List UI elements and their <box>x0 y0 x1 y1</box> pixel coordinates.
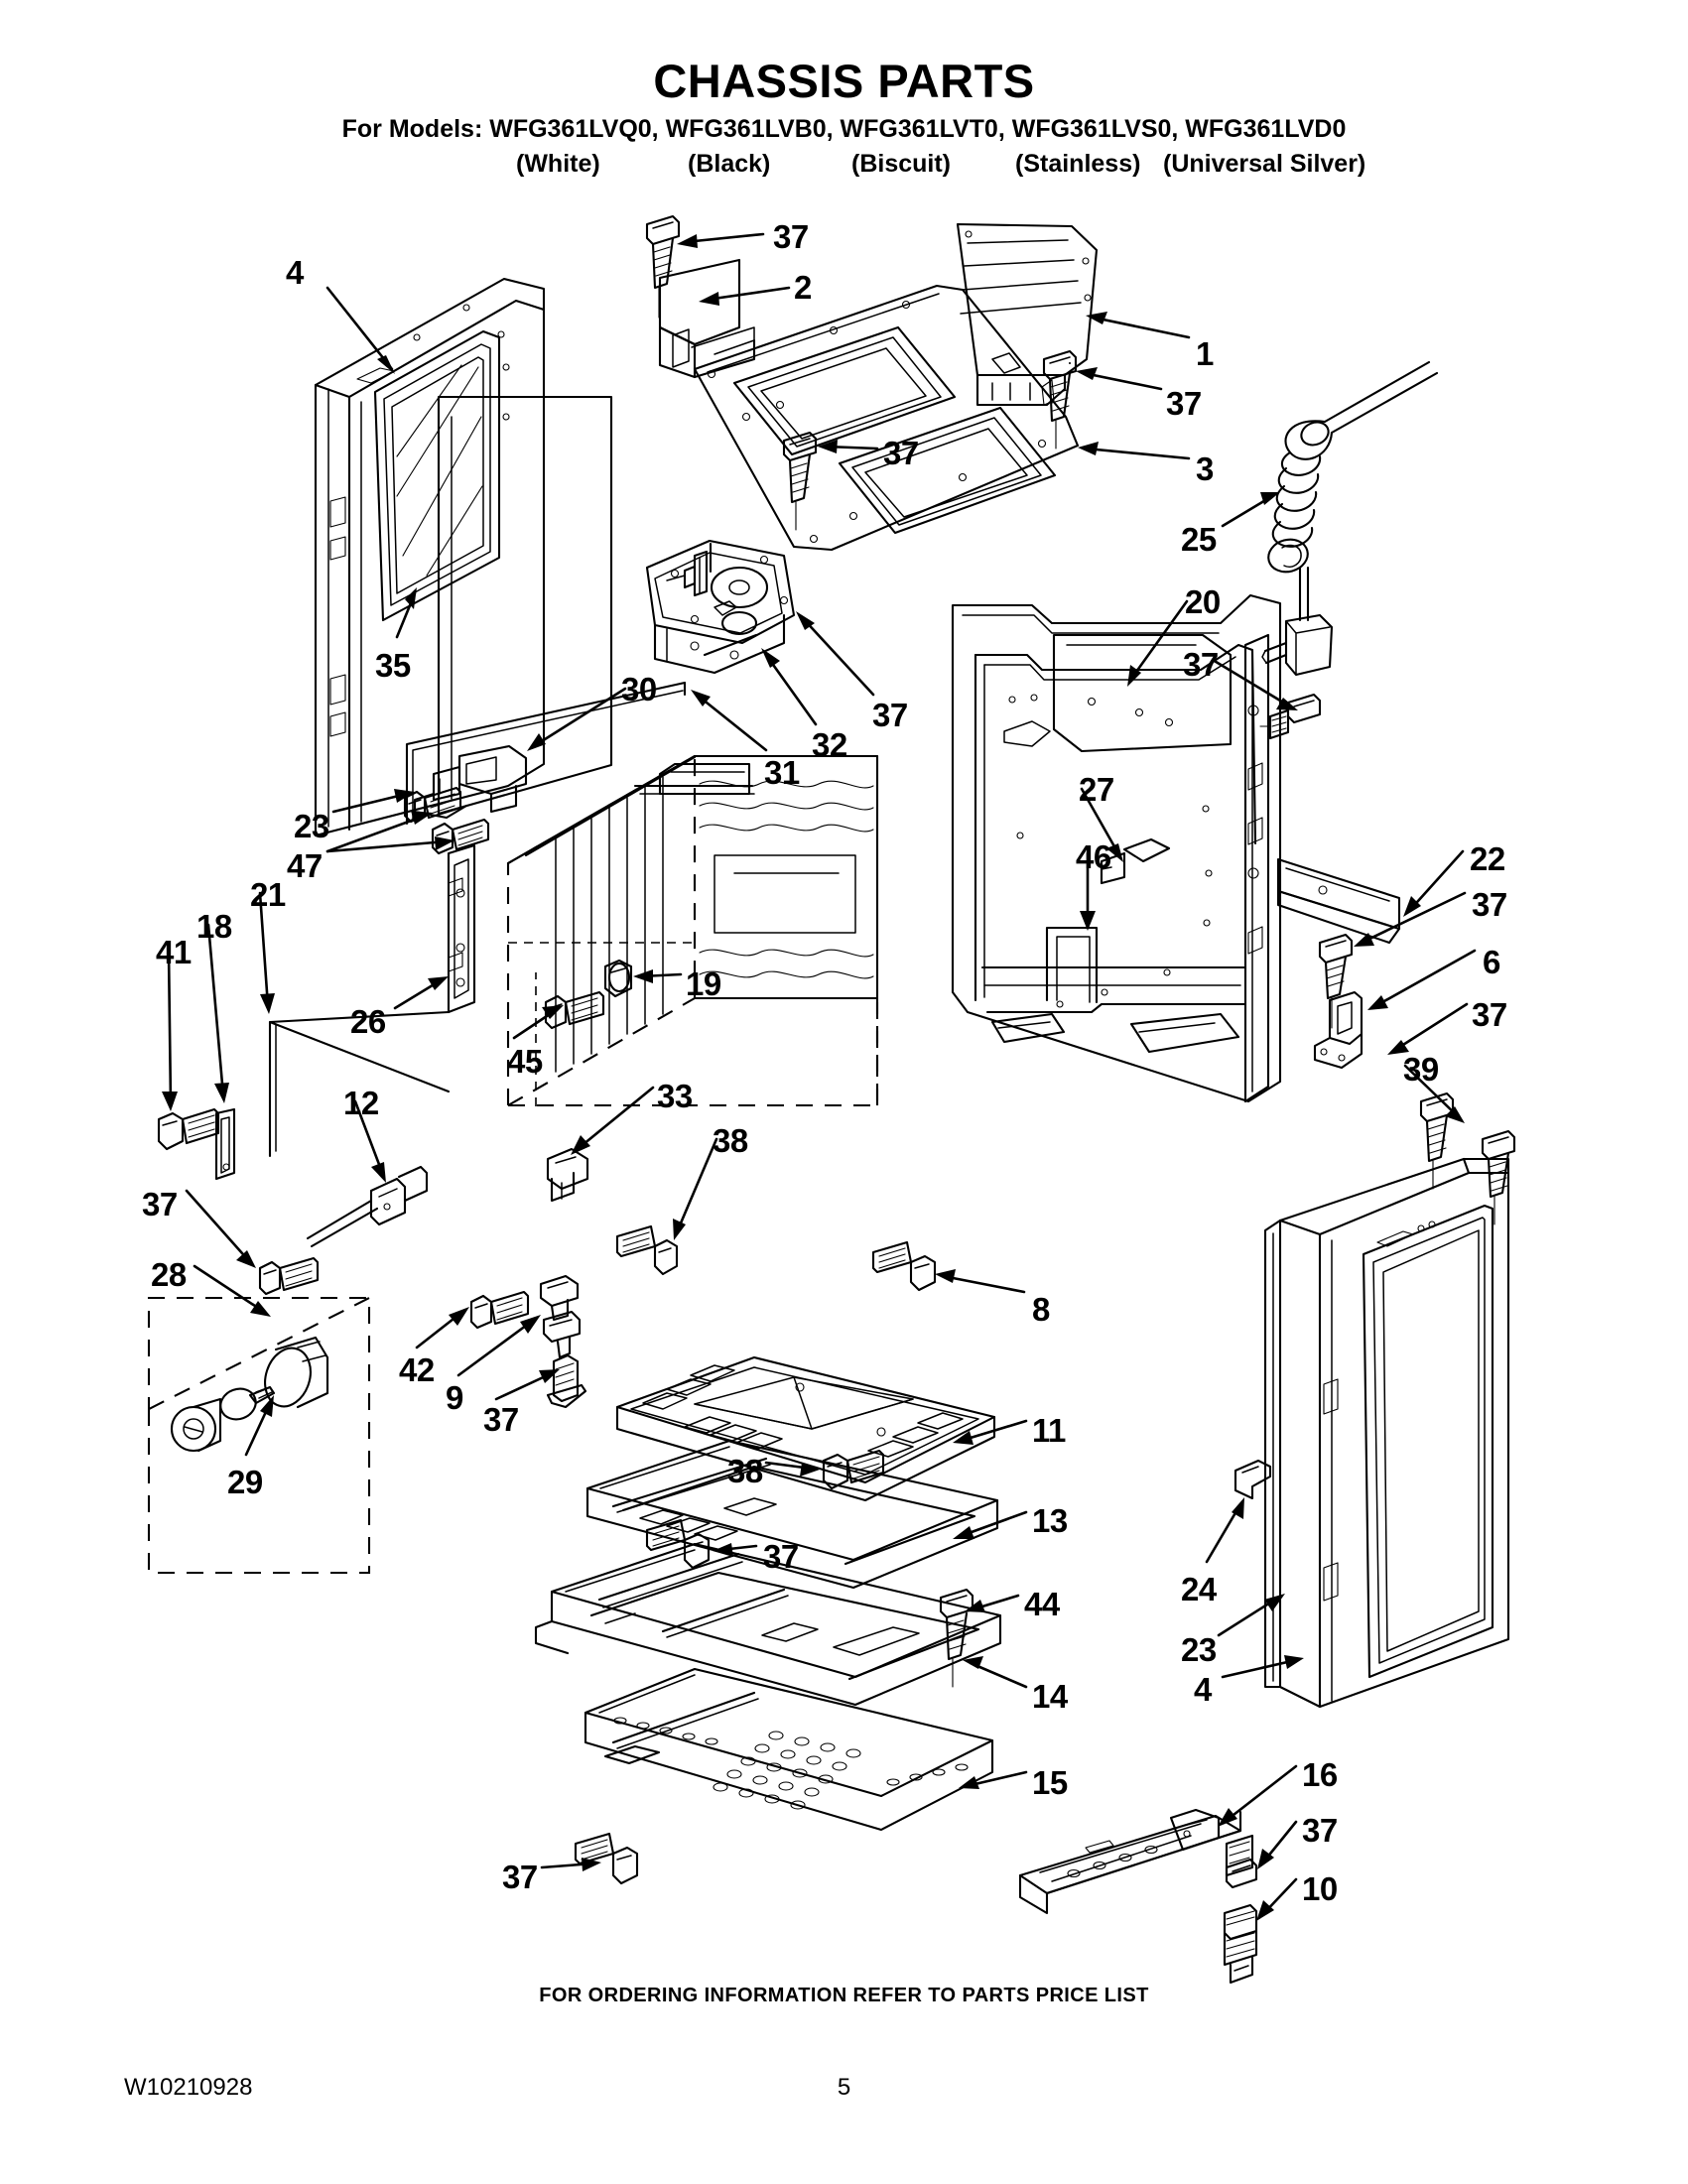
part-top-bracket-2 <box>658 258 756 379</box>
part-bracket-6 <box>1313 990 1363 1070</box>
callout-11: 11 <box>1032 1412 1066 1449</box>
callout-37: 37 <box>872 697 908 733</box>
callout-37: 37 <box>883 435 919 471</box>
callout-23: 23 <box>294 808 329 844</box>
color-variant-label-1: (Black) <box>688 150 771 179</box>
callout-32: 32 <box>812 726 847 763</box>
callout-3: 3 <box>1196 450 1214 487</box>
callout-26: 26 <box>350 1003 386 1040</box>
part-drawer-bottom-15 <box>584 1667 994 1832</box>
callout-28: 28 <box>151 1256 187 1293</box>
callout-37: 37 <box>763 1538 799 1575</box>
callout-18: 18 <box>196 908 232 945</box>
color-variant-label-0: (White) <box>516 150 600 179</box>
callout-38: 38 <box>713 1122 748 1159</box>
callout-30: 30 <box>621 671 657 707</box>
callout-44: 44 <box>1024 1586 1060 1622</box>
diagram-header: CHASSIS PARTS For Models: WFG361LVQ0, WF… <box>0 58 1688 182</box>
part-oven-light-28 <box>147 1296 371 1575</box>
callout-42: 42 <box>399 1351 435 1388</box>
color-variant-label-3: (Stainless) <box>1015 150 1141 179</box>
callout-21: 21 <box>250 876 286 913</box>
callout-37: 37 <box>1302 1812 1338 1849</box>
part-sensor-rod-12 <box>306 1165 429 1248</box>
models-line: For Models: WFG361LVQ0, WFG361LVB0, WFG3… <box>341 115 1347 143</box>
callout-15: 15 <box>1032 1764 1068 1801</box>
callout-38: 38 <box>727 1453 763 1489</box>
callout-37: 37 <box>1166 385 1202 422</box>
part-clip-18 <box>214 1107 236 1181</box>
callout-37: 37 <box>502 1859 538 1895</box>
callout-37: 37 <box>483 1401 519 1438</box>
part-door-latch-motor-32 <box>645 539 796 675</box>
callout-29: 29 <box>227 1464 263 1500</box>
callout-12: 12 <box>343 1085 379 1121</box>
callout-8: 8 <box>1032 1291 1050 1328</box>
callout-27: 27 <box>1079 771 1114 808</box>
color-variant-label-2: (Biscuit) <box>851 150 951 179</box>
callout-16: 16 <box>1302 1756 1338 1793</box>
part-power-cord-25 <box>1261 360 1439 677</box>
callout-25: 25 <box>1181 521 1217 558</box>
document-code: W10210928 <box>124 2074 253 2101</box>
callout-6: 6 <box>1483 944 1500 980</box>
callout-45: 45 <box>507 1043 543 1080</box>
part-clip-24 <box>1234 1459 1272 1500</box>
part-rear-backguard-1 <box>956 222 1099 407</box>
part-side-rail-22 <box>1276 857 1401 945</box>
page-number: 5 <box>837 2074 851 2101</box>
callout-4: 4 <box>286 254 304 291</box>
callout-22: 22 <box>1470 840 1505 877</box>
callout-37: 37 <box>142 1186 178 1222</box>
callout-14: 14 <box>1032 1678 1068 1715</box>
callout-23: 23 <box>1181 1631 1217 1668</box>
callout-37: 37 <box>1472 996 1507 1033</box>
part-right-side-panel-4 <box>1263 1157 1510 1709</box>
callout-37: 37 <box>1183 646 1219 683</box>
part-drawer-slide-16 <box>1018 1808 1242 1915</box>
callout-39: 39 <box>1403 1051 1439 1088</box>
callout-20: 20 <box>1185 583 1221 620</box>
callout-46: 46 <box>1076 838 1111 875</box>
color-variant-label-4: (Universal Silver) <box>1163 150 1366 179</box>
callout-35: 35 <box>375 647 411 684</box>
order-info-note: FOR ORDERING INFORMATION REFER TO PARTS … <box>539 1985 1149 2006</box>
callout-37: 37 <box>1472 886 1507 923</box>
callout-31: 31 <box>764 754 800 791</box>
part-burner-base-plate-3 <box>693 284 1080 552</box>
page-title: CHASSIS PARTS <box>653 55 1035 107</box>
callout-10: 10 <box>1302 1870 1338 1907</box>
colors-row: (White) (Black) (Biscuit) (Stainless) (Unive… <box>0 150 1688 182</box>
callout-47: 47 <box>287 847 323 884</box>
callout-41: 41 <box>156 934 192 970</box>
callout-13: 13 <box>1032 1502 1068 1539</box>
callout-33: 33 <box>657 1078 693 1114</box>
callout-37: 37 <box>773 218 809 255</box>
part-broiler-grate-11 <box>615 1355 996 1502</box>
part-rear-panel-20 <box>951 593 1282 1103</box>
callout-1: 1 <box>1196 335 1214 372</box>
callout-2: 2 <box>794 269 812 306</box>
callout-19: 19 <box>686 965 721 1002</box>
callout-24: 24 <box>1181 1571 1217 1607</box>
part-left-door-panel <box>314 277 613 837</box>
callout-9: 9 <box>446 1379 463 1416</box>
callout-4: 4 <box>1194 1671 1212 1708</box>
leader-lines <box>162 232 1477 1921</box>
